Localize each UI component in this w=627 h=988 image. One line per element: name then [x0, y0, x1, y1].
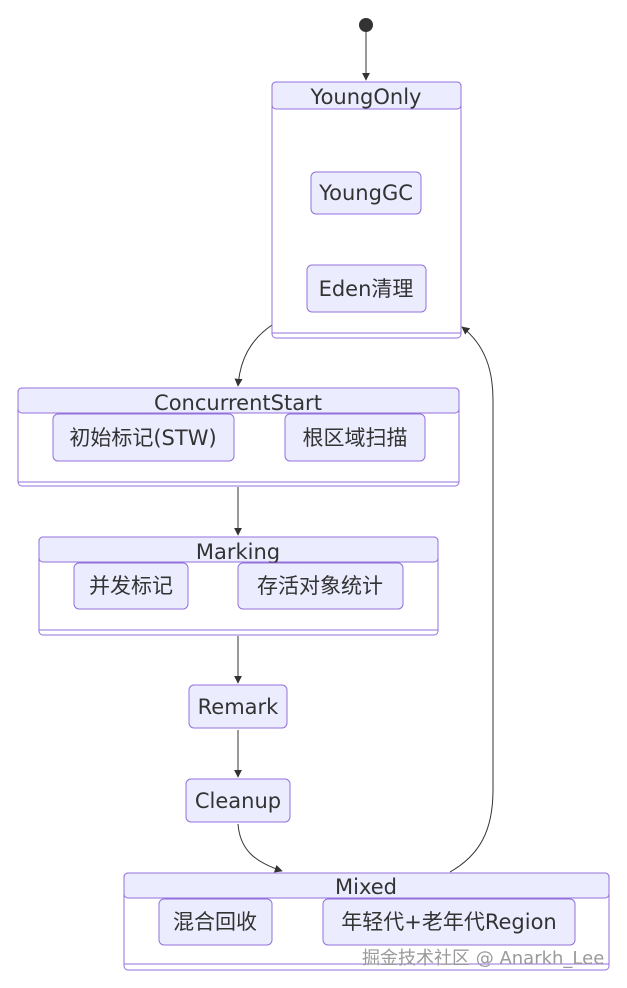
state-mixed-recycle: 混合回收	[158, 898, 273, 946]
state-eden-clean: Eden清理	[306, 264, 427, 313]
composite-title-mixed: Mixed	[335, 875, 397, 899]
edge-youngonly-to-concurrentstart	[234, 324, 273, 387]
state-young-old-region: 年轻代+老年代Region	[322, 898, 576, 946]
state-cleanup: Cleanup	[185, 778, 291, 823]
state-label-mixed-recycle: 混合回收	[173, 910, 257, 934]
state-label-eden-clean: Eden清理	[319, 277, 414, 301]
initial-state-marker-outer	[359, 18, 373, 32]
state-label-root-region-scan: 根区域扫描	[303, 426, 408, 450]
state-initial-mark: 初始标记(STW)	[52, 413, 235, 462]
composite-title-youngonly: YoungOnly	[310, 85, 422, 109]
state-label-remark: Remark	[198, 695, 280, 719]
state-concurrent-mark: 并发标记	[73, 562, 189, 610]
state-label-initial-mark: 初始标记(STW)	[69, 426, 216, 450]
state-label-live-object-stats: 存活对象统计	[257, 574, 383, 598]
composite-title-marking: Marking	[196, 540, 280, 564]
edge-mixed-to-youngonly	[449, 326, 494, 873]
state-label-concurrent-mark: 并发标记	[89, 574, 173, 598]
state-label-young-old-region: 年轻代+老年代Region	[341, 910, 557, 934]
state-live-object-stats: 存活对象统计	[237, 562, 404, 610]
state-younggc: YoungGC	[310, 171, 422, 215]
state-remark: Remark	[188, 684, 288, 729]
state-label-younggc: YoungGC	[318, 181, 413, 205]
state-root-region-scan: 根区域扫描	[284, 413, 426, 462]
composite-title-concurrentstart: ConcurrentStart	[154, 391, 322, 415]
edge-cleanup-to-mixed	[237, 823, 283, 873]
watermark-text: 掘金技术社区 @ Anarkh_Lee	[362, 948, 605, 969]
state-label-cleanup: Cleanup	[195, 789, 281, 813]
